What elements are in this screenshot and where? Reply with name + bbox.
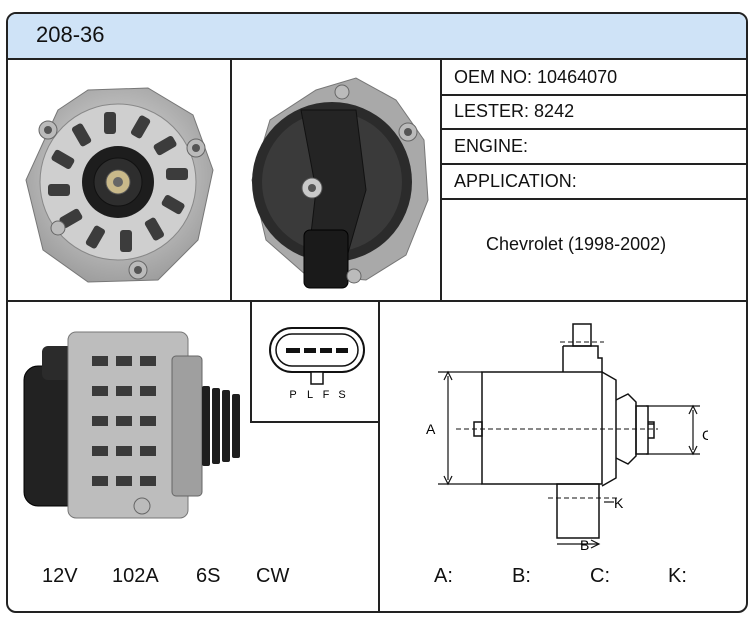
divider: [440, 163, 746, 165]
divider: [250, 421, 378, 423]
product-spec-sheet: 208-36 OEM NO: 10464070 LESTER: 8242 ENG…: [6, 12, 748, 613]
dimension-label-c: C: [702, 427, 708, 443]
connector-pin-s: [336, 348, 348, 353]
divider: [440, 198, 746, 200]
connector-pin-l: [304, 348, 316, 353]
dimension-field-c: C:: [590, 565, 610, 587]
spec-amperage: 102A: [112, 565, 159, 587]
dimension-field-b: B:: [512, 565, 531, 587]
spec-pulley: 6S: [196, 565, 221, 587]
divider: [8, 300, 746, 302]
dimension-label-b: B: [580, 537, 589, 550]
dimension-drawing: A C K B: [426, 323, 708, 550]
dimension-label-k: K: [614, 495, 624, 511]
part-number-title: 208-36: [36, 22, 105, 47]
engine-label: ENGINE:: [454, 136, 529, 156]
lester-value: 8242: [534, 101, 575, 121]
connector-plug-diagram: P L F S: [269, 327, 365, 401]
connector-pin-f: [320, 348, 332, 353]
pin-label-l: L: [307, 389, 313, 401]
connector-pin-p: [286, 348, 300, 353]
pin-label-f: F: [323, 389, 330, 401]
alternator-rear-photo: [251, 77, 429, 289]
divider: [440, 128, 746, 130]
divider: [378, 300, 380, 611]
application-label: APPLICATION:: [454, 171, 577, 191]
application-value: Chevrolet (1998-2002): [486, 234, 667, 254]
lester-label: LESTER:: [454, 101, 530, 121]
title-bar: 208-36: [8, 14, 746, 60]
oem-number-row: OEM NO: 10464070: [454, 67, 617, 88]
divider: [250, 300, 252, 421]
pin-label-s: S: [338, 389, 345, 401]
engine-row: ENGINE:: [454, 136, 528, 157]
spec-rotation: CW: [256, 565, 290, 587]
oem-value: 10464070: [537, 67, 618, 87]
oem-label: OEM NO:: [454, 67, 533, 87]
spec-voltage: 12V: [42, 565, 78, 587]
divider: [440, 58, 442, 300]
dimension-field-a: A:: [434, 565, 453, 587]
dimension-label-a: A: [426, 421, 436, 437]
lester-row: LESTER: 8242: [454, 101, 574, 122]
divider: [230, 58, 232, 300]
alternator-front-photo: [25, 87, 214, 283]
alternator-side-photo: [23, 331, 240, 519]
divider: [440, 94, 746, 96]
dimension-field-k: K:: [668, 565, 687, 587]
pin-label-p: P: [289, 389, 296, 401]
